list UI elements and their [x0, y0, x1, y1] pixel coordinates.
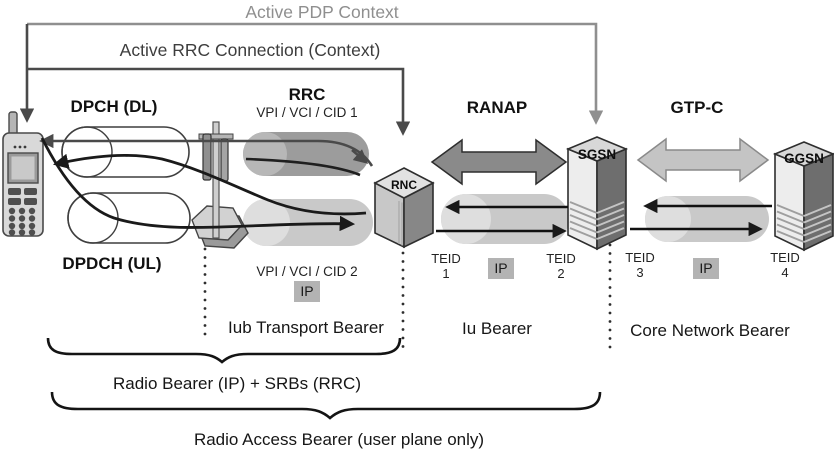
- sgsn-node: SGSN: [565, 136, 629, 251]
- iub-inner-line: [245, 157, 361, 177]
- braces: [46, 337, 602, 420]
- ggsn-node: GGSN: [772, 141, 834, 252]
- gtpc-label: GTP-C: [671, 98, 724, 117]
- flow-lines: [39, 133, 772, 239]
- vpi-vci-cid1-label: VPI / VCI / CID 1: [256, 105, 357, 120]
- iu-bearer-label: Iu Bearer: [462, 319, 532, 338]
- ranap-label: RANAP: [467, 98, 527, 117]
- teid1-num: 1: [442, 266, 449, 281]
- radio-bearer-label: Radio Bearer (IP) + SRBs (RRC): [113, 374, 361, 393]
- sgsn-label: SGSN: [578, 147, 616, 162]
- dpch-dl-rnc-arrow: [351, 149, 369, 164]
- teid2-num: 2: [557, 266, 564, 281]
- core-pipe: [645, 196, 769, 242]
- gtpc-double-arrow: [636, 137, 770, 183]
- teid-labels: TEID 1 TEID 2 TEID 3 TEID 4: [431, 250, 800, 281]
- dpch-dl-label: DPCH (DL): [71, 97, 158, 116]
- teid1-label: TEID: [431, 251, 461, 266]
- radio-pipes: [61, 126, 191, 244]
- ggsn-label: GGSN: [784, 151, 824, 166]
- teid4-num: 4: [781, 265, 788, 280]
- ranap-double-arrow: [430, 138, 568, 186]
- active-pdp-context-line: [27, 22, 604, 125]
- ip-badge-iub: IP: [300, 283, 313, 299]
- rrc-channel-label: RRC: [289, 85, 326, 104]
- dpch-dl-line: [39, 133, 374, 167]
- mobile-phone-icon: [2, 111, 44, 237]
- iub-bearer-label: Iub Transport Bearer: [228, 318, 384, 337]
- ip-badges: IP IP IP: [294, 258, 719, 302]
- radio-bearer-brace: [46, 337, 402, 364]
- bearer-dividers: [203, 243, 612, 352]
- teid3-num: 3: [636, 265, 643, 280]
- dpdch-ul-label: DPDCH (UL): [62, 254, 161, 273]
- iu-pipe: [441, 194, 569, 244]
- active-pdp-context-label: Active PDP Context: [245, 2, 398, 22]
- vpi-vci-cid2-label: VPI / VCI / CID 2: [256, 264, 357, 279]
- teid2-label: TEID: [546, 251, 576, 266]
- active-rrc-context-line: [19, 24, 411, 136]
- teid4-label: TEID: [770, 250, 800, 265]
- ip-badge-iu: IP: [494, 260, 507, 276]
- rab-label: Radio Access Bearer (user plane only): [194, 430, 484, 449]
- downlink-s-curve: [52, 153, 367, 216]
- uplink-s-curve: [40, 137, 356, 232]
- rab-brace: [50, 391, 602, 420]
- rnc-node: RNC: [373, 167, 435, 249]
- teid3-label: TEID: [625, 250, 655, 265]
- core-bearer-label: Core Network Bearer: [630, 321, 790, 340]
- active-rrc-context-label: Active RRC Connection (Context): [120, 40, 381, 60]
- rnc-label: RNC: [391, 178, 417, 192]
- ip-badge-core: IP: [699, 260, 712, 276]
